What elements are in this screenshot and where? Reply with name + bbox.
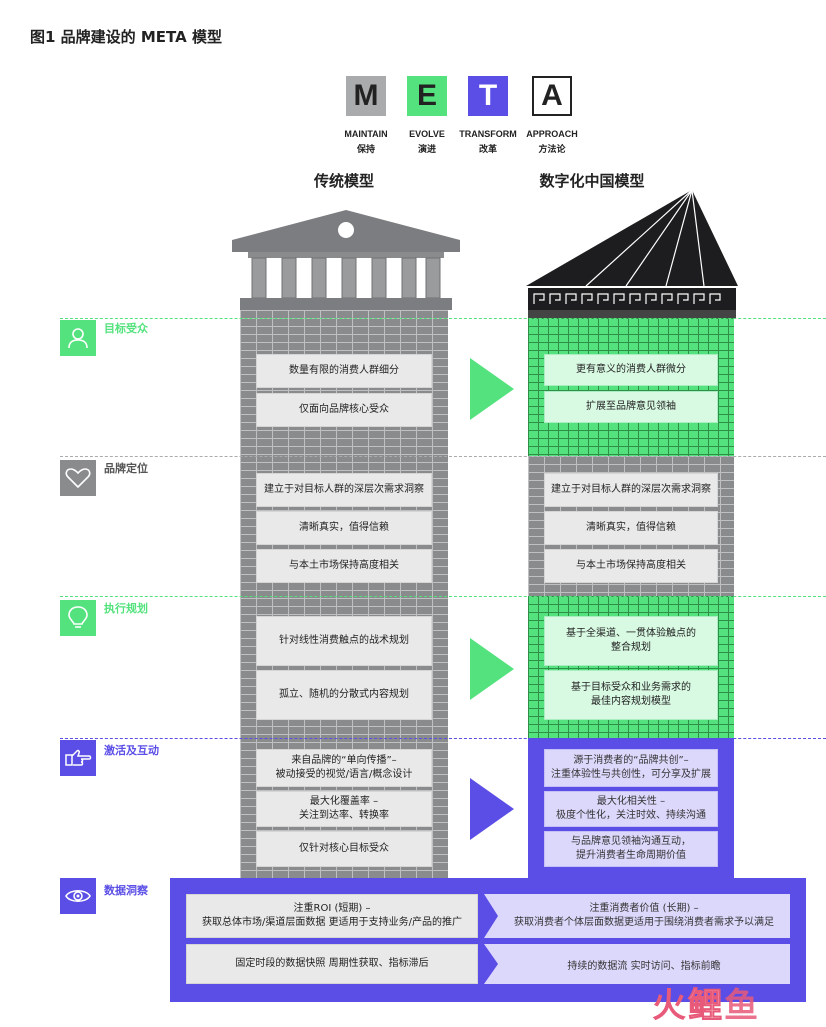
section-label-activation: 激活及互动 (104, 744, 159, 757)
meta-cn-approach: 方法论 (538, 145, 566, 155)
data-insight-left-line: 注重ROI (短期) – (293, 903, 371, 914)
section-label-positioning: 品牌定位 (104, 462, 148, 475)
meta-box-t: T (468, 76, 508, 116)
digital-tower-audience-segment (528, 318, 734, 456)
watermark-logo: 火鲤鱼 (652, 978, 760, 1027)
evolve-arrow-icon (470, 358, 514, 420)
left-audience-item: 仅面向品牌核心受众 (256, 393, 432, 427)
meta-cn-transform: 改革 (478, 145, 497, 155)
data-insight-left-item: 注重ROI (短期) – 获取总体市场/渠道层面数据 更适用于支持业务/产品的推… (186, 894, 478, 938)
divider-activation (60, 738, 826, 739)
divider-audience (60, 318, 826, 319)
left-planning-item: 针对线性消费触点的战术规划 (256, 616, 432, 666)
data-insight-right-line: 注重消费者价值 (长期) – (589, 903, 699, 914)
left-activation-item: 来自品牌的“单向传播”– 被动接受的视觉/语言/概念设计 (256, 749, 432, 787)
lightbulb-icon (60, 600, 96, 636)
right-activation-line: 提升消费者生命周期价值 (576, 850, 686, 861)
divider-positioning (60, 456, 826, 457)
data-insight-right-line: 持续的数据流 实时访问、指标前瞻 (567, 960, 721, 972)
divider-planning (60, 596, 826, 597)
pyramid-roof-icon (526, 190, 738, 318)
meta-letter-e: E (416, 79, 437, 112)
right-activation-line: 与品牌意见领袖沟通互动， (571, 836, 691, 847)
left-activation-line: 关注到达率、转换率 (299, 810, 389, 821)
watermark-char: 火 (652, 986, 688, 1026)
data-insight-left-line: 固定时段的数据快照 周期性获取、指标滞后 (235, 958, 429, 969)
meta-en-transform: TRANSFORM (459, 129, 517, 139)
right-activation-line: 注重体验性与共创性，可分享及扩展 (551, 769, 711, 780)
meta-cn-evolve: 演进 (417, 145, 436, 155)
data-insight-left-line: 获取总体市场/渠道层面数据 更适用于支持业务/产品的推广 (202, 917, 462, 928)
data-insight-left-item: 固定时段的数据快照 周期性获取、指标滞后 (186, 944, 478, 984)
left-activation-line: 来自品牌的“单向传播”– (291, 755, 397, 766)
left-audience-item: 数量有限的消费人群细分 (256, 354, 432, 388)
temple-roof-icon (232, 210, 460, 310)
eye-icon (60, 878, 96, 914)
data-insight-right-line: 获取消费者个体层面数据更适用于围绕消费者需求予以满足 (514, 917, 774, 928)
heart-icon (60, 460, 96, 496)
meta-cn-maintain: 保持 (356, 145, 375, 155)
left-positioning-item: 建立于对目标人群的深层次需求洞察 (256, 473, 432, 507)
right-activation-line: 极度个性化，关注时效、持续沟通 (556, 810, 706, 821)
data-insight-right-item: 注重消费者价值 (长期) – 获取消费者个体层面数据更适用于围绕消费者需求予以满… (498, 894, 790, 938)
right-activation-line: 最大化相关性 – (596, 796, 666, 807)
data-insight-right-shape (484, 894, 790, 938)
right-activation-line: 源于消费者的“品牌共创”– (573, 755, 689, 766)
right-activation-item: 与品牌意见领袖沟通互动， 提升消费者生命周期价值 (544, 831, 718, 867)
right-positioning-item: 建立于对目标人群的深层次需求洞察 (544, 473, 718, 507)
right-positioning-item: 与本土市场保持高度相关 (544, 549, 718, 583)
data-insight-right-item: 持续的数据流 实时访问、指标前瞻 (498, 944, 790, 984)
meta-en-approach: APPROACH (526, 129, 578, 139)
right-audience-item: 更有意义的消费人群微分 (544, 354, 718, 386)
traditional-model-title: 传统模型 (313, 172, 374, 190)
meta-box-m: M (346, 76, 386, 116)
evolve-arrow-icon (470, 638, 514, 700)
right-planning-line: 基于全渠道、一贯体验触点的 (566, 628, 696, 639)
right-activation-item: 源于消费者的“品牌共创”– 注重体验性与共创性，可分享及扩展 (544, 749, 718, 787)
meta-letter-a: A (541, 79, 563, 112)
right-audience-item: 扩展至品牌意见领袖 (544, 391, 718, 423)
pointing-hand-icon (60, 740, 96, 776)
right-activation-item: 最大化相关性 – 极度个性化，关注时效、持续沟通 (544, 791, 718, 827)
meta-letter-m: M (353, 79, 379, 112)
left-activation-line: 仅针对核心目标受众 (299, 843, 389, 854)
meta-letter-t: T (478, 79, 498, 112)
left-positioning-item: 与本土市场保持高度相关 (256, 549, 432, 583)
left-activation-line: 最大化覆盖率 – (309, 796, 379, 807)
right-planning-line: 基于目标受众和业务需求的 (571, 682, 691, 693)
left-activation-item: 最大化覆盖率 – 关注到达率、转换率 (256, 791, 432, 827)
section-label-data-insight: 数据洞察 (104, 884, 148, 897)
left-planning-item: 孤立、随机的分散式内容规划 (256, 670, 432, 720)
left-activation-item: 仅针对核心目标受众 (256, 831, 432, 867)
left-positioning-item: 清晰真实，值得信赖 (256, 511, 432, 545)
right-planning-line: 整合规划 (611, 642, 651, 653)
right-positioning-item: 清晰真实，值得信赖 (544, 511, 718, 545)
data-insight-right-shape (484, 944, 790, 984)
right-planning-item: 基于目标受众和业务需求的 最佳内容规划模型 (544, 670, 718, 720)
left-activation-line: 被动接受的视觉/语言/概念设计 (275, 769, 413, 780)
meta-box-a: A (532, 76, 572, 116)
right-planning-item: 基于全渠道、一贯体验触点的 整合规划 (544, 616, 718, 666)
section-label-planning: 执行规划 (104, 602, 148, 615)
person-icon (60, 320, 96, 356)
meta-box-e: E (407, 76, 447, 116)
section-label-audience: 目标受众 (104, 322, 148, 335)
digital-model-title: 数字化中国模型 (539, 172, 645, 190)
transform-arrow-icon (470, 778, 514, 840)
meta-en-maintain: MAINTAIN (344, 129, 388, 139)
meta-en-evolve: EVOLVE (409, 129, 445, 139)
watermark-char: 鱼 (724, 986, 760, 1026)
figure-title: 图1 品牌建设的 META 模型 (30, 28, 222, 46)
watermark-char: 鲤 (688, 986, 724, 1027)
right-planning-line: 最佳内容规划模型 (591, 696, 671, 707)
